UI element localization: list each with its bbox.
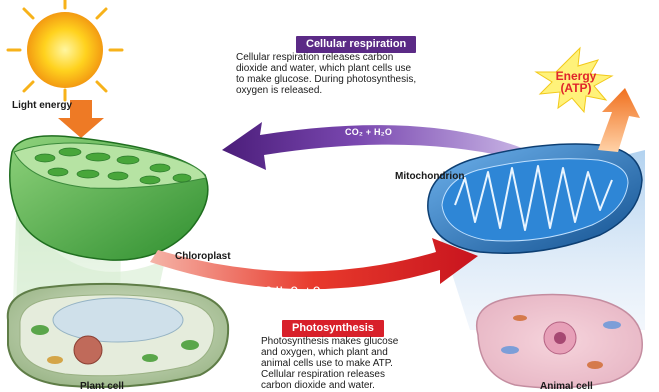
animal-cell-icon	[477, 294, 643, 387]
cellular-respiration-banner: Cellular respiration	[296, 36, 416, 53]
light-energy-label: Light energy	[12, 100, 72, 111]
photosynthesis-line: carbon dioxide and water.	[261, 380, 461, 391]
energy-atp-label: Energy (ATP)	[548, 70, 604, 94]
photosynthesis-banner: Photosynthesis	[282, 320, 384, 337]
photosynthesis-line: Cellular respiration releases	[261, 369, 461, 380]
glucose-oxygen-arrow	[150, 238, 478, 289]
cellular-respiration-line: Cellular respiration releases carbon	[236, 52, 498, 63]
photosynthesis-line: and oxygen, which plant and	[261, 347, 461, 358]
cellular-respiration-text: Cellular respiration releases carbon dio…	[236, 52, 498, 96]
mitochondrion-label: Mitochondrion	[395, 171, 464, 182]
photosynthesis-line: animal cells use to make ATP.	[261, 358, 461, 369]
sun-icon	[8, 0, 122, 100]
plant-cell-icon	[8, 284, 228, 387]
photosynthesis-line: Photosynthesis makes glucose	[261, 336, 461, 347]
atp-label: (ATP)	[548, 82, 604, 94]
cellular-respiration-line: to make glucose. During photosynthesis,	[236, 74, 498, 85]
animal-cell-label: Animal cell	[540, 381, 593, 392]
cellular-respiration-line: dioxide and water, which plant cells use	[236, 63, 498, 74]
chloroplast-label: Chloroplast	[175, 251, 231, 262]
co2-water-formula: CO₂ + H₂O	[345, 127, 392, 137]
plant-cell-label: Plant cell	[80, 381, 124, 392]
photosynthesis-text: Photosynthesis makes glucose and oxygen,…	[261, 336, 461, 391]
glucose-oxygen-formula: C₆H₁₂O₆ + O₂	[265, 285, 325, 295]
cellular-respiration-line: oxygen is released.	[236, 85, 498, 96]
